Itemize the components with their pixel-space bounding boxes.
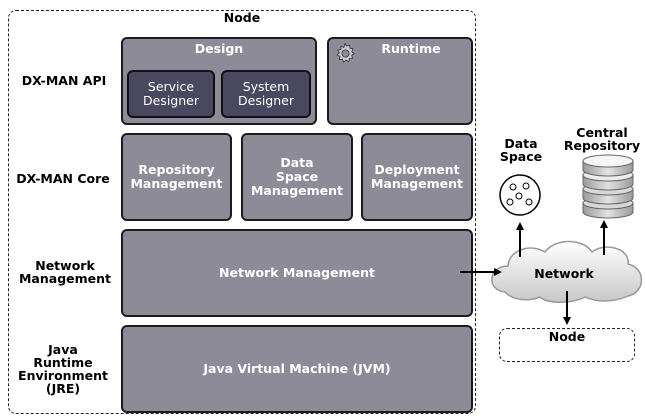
central-repository-label: Central Repository — [563, 125, 641, 153]
cloud-icon — [491, 240, 643, 303]
node-title: Node — [223, 10, 261, 25]
layer-label-core: DX-MAN Core — [16, 171, 110, 186]
runtime-title: Runtime — [381, 41, 441, 56]
data-space-management-label: Data Space Management — [250, 155, 343, 198]
data-space-icon — [499, 174, 541, 216]
layer-label-network: Network Management — [18, 258, 111, 286]
network-management-label: Network Management — [219, 265, 375, 280]
layer-label-api: DX-MAN API — [21, 73, 107, 88]
gear-icon — [334, 42, 356, 64]
database-icon — [582, 154, 634, 219]
node-boundary — [8, 10, 476, 414]
service-designer-box: Service Designer — [127, 70, 215, 118]
data-space-label: Data Space — [499, 136, 543, 164]
design-box: Design Service Designer System Designer — [121, 37, 317, 125]
deployment-management-label: Deployment Management — [370, 162, 463, 191]
repository-management-label: Repository Management — [130, 162, 223, 191]
system-designer-box: System Designer — [221, 70, 311, 118]
remote-node-label: Node — [548, 329, 586, 344]
remote-node-box — [499, 328, 635, 362]
network-cloud-label: Network — [534, 266, 594, 281]
runtime-box: Runtime — [327, 37, 473, 125]
design-title: Design — [194, 41, 244, 56]
jvm-box: Java Virtual Machine (JVM) — [121, 325, 473, 413]
data-space-management-box: Data Space Management — [241, 133, 353, 221]
jvm-label: Java Virtual Machine (JVM) — [203, 361, 391, 376]
repository-management-box: Repository Management — [121, 133, 232, 221]
layer-label-jre: Java Runtime Environment (JRE) — [18, 342, 108, 396]
deployment-management-box: Deployment Management — [361, 133, 473, 221]
network-management-box: Network Management — [121, 229, 473, 317]
